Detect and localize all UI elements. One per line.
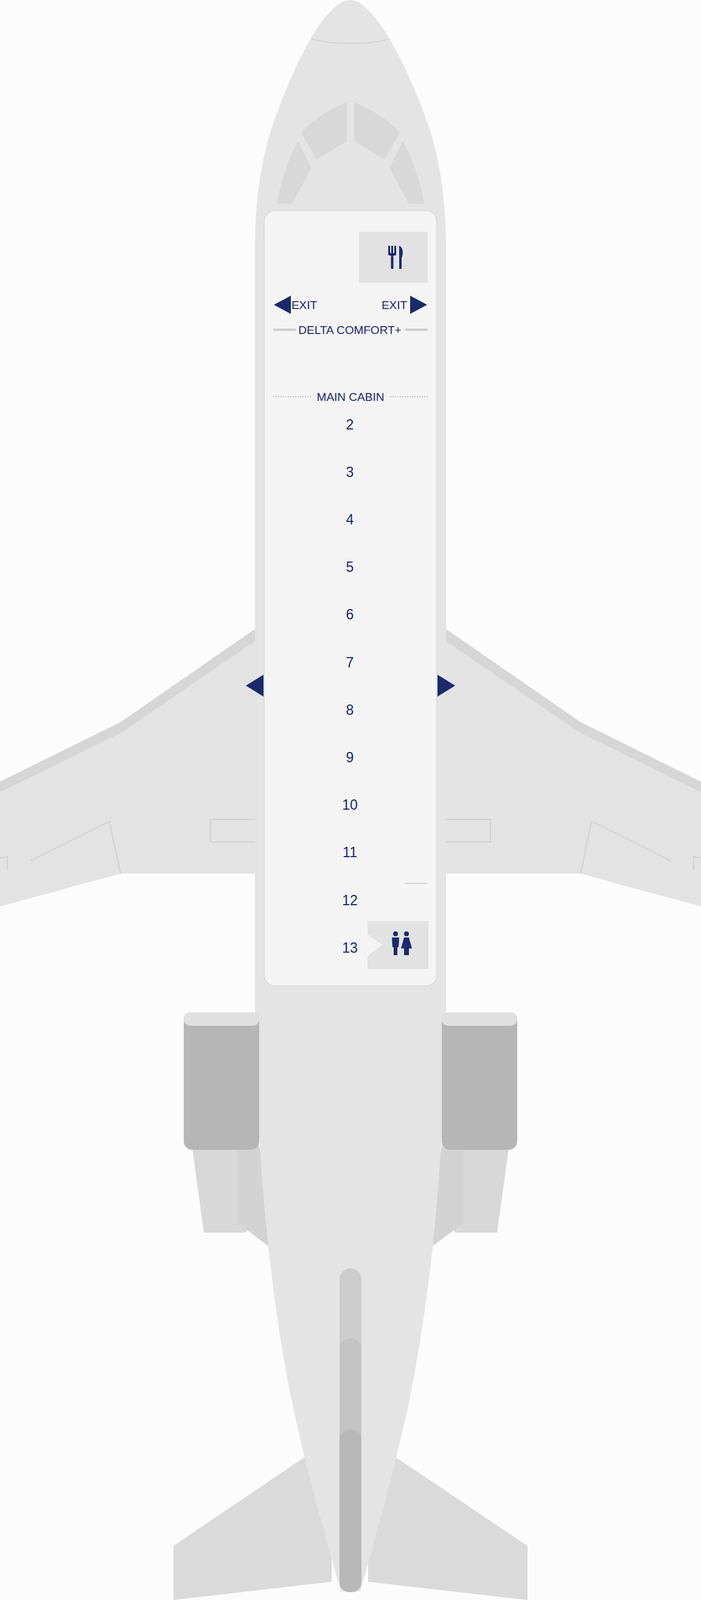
exit-label: EXIT (291, 299, 318, 311)
wing (0, 626, 259, 907)
galley-icon (388, 245, 403, 269)
lavatory-icon (391, 931, 412, 956)
exit-arrow (410, 295, 428, 314)
row-number: 9 (346, 750, 355, 765)
wing (442, 626, 701, 793)
row-number: 5 (346, 560, 355, 575)
row-number: 13 (341, 941, 358, 956)
exit-label: EXIT (381, 299, 408, 311)
section-label: MAIN CABIN (317, 391, 385, 403)
fuselage (254, 0, 447, 1592)
engine (441, 1012, 518, 1151)
section-label: DELTA COMFORT+ (298, 324, 402, 336)
row-number: 7 (346, 655, 355, 670)
row-number: 2 (346, 418, 355, 433)
cabin-floor (264, 210, 437, 987)
row-number: 4 (346, 512, 355, 527)
galley-box (359, 231, 428, 283)
cockpit-window (276, 102, 425, 204)
engine (183, 1012, 260, 1151)
row-number: 10 (341, 798, 358, 813)
exit-arrow (437, 674, 456, 697)
wing (442, 626, 701, 907)
row-number: 6 (346, 607, 355, 622)
wing (0, 626, 259, 793)
exit-arrow (245, 674, 264, 697)
vertical-fin (339, 1268, 362, 1593)
lavatory-box (367, 921, 429, 970)
exit-arrow (273, 295, 291, 314)
row-number: 12 (341, 893, 358, 908)
row-number: 3 (346, 465, 355, 480)
row-number: 8 (346, 703, 355, 718)
row-number: 11 (342, 845, 358, 860)
